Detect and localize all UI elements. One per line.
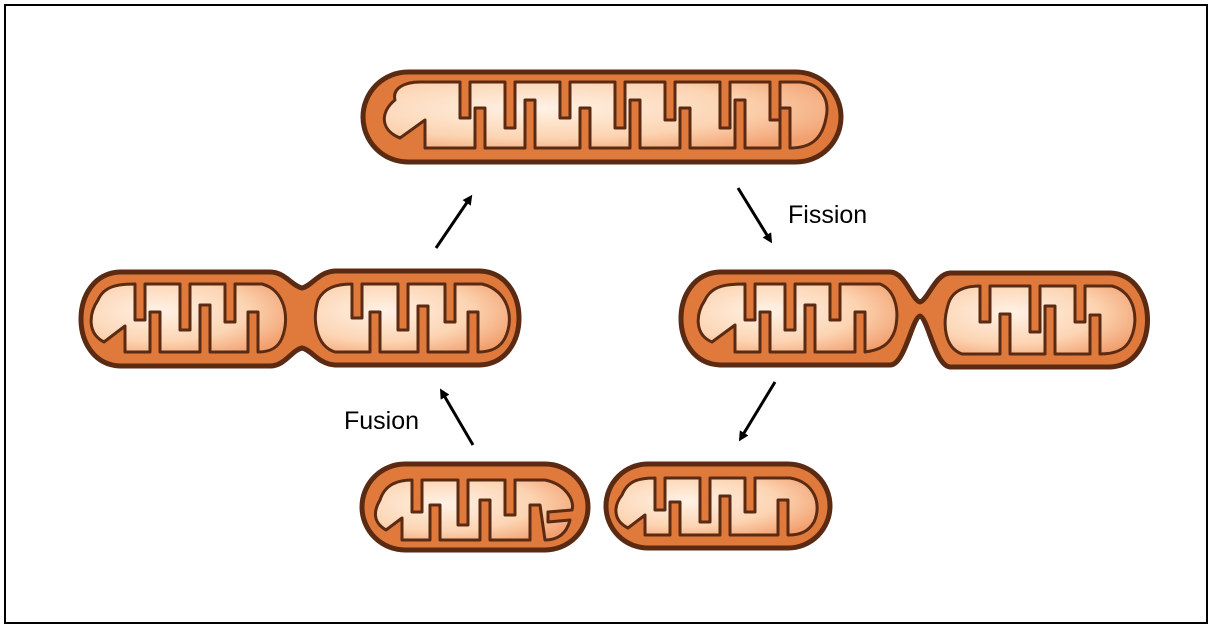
dividing-mitochondrion [681,272,1148,367]
arrow-down-left [741,382,775,438]
long-mitochondrion [363,72,841,162]
inner-membrane-cristae [384,82,827,148]
fission-arrow-down-right [738,188,770,240]
inner-membrane [375,480,572,540]
inner-membrane [616,478,817,535]
separated-mitochondrion-right [606,464,830,548]
fusion-label: Fusion [344,409,419,434]
arrow-up-right [436,198,470,248]
fusion-arrow-up-left [442,392,473,445]
fusing-mitochondrion [81,271,519,366]
inner-membrane-right [315,284,509,352]
fission-label: Fission [788,203,867,228]
inner-membrane-right [945,286,1135,354]
separated-mitochondrion-left [362,464,588,550]
